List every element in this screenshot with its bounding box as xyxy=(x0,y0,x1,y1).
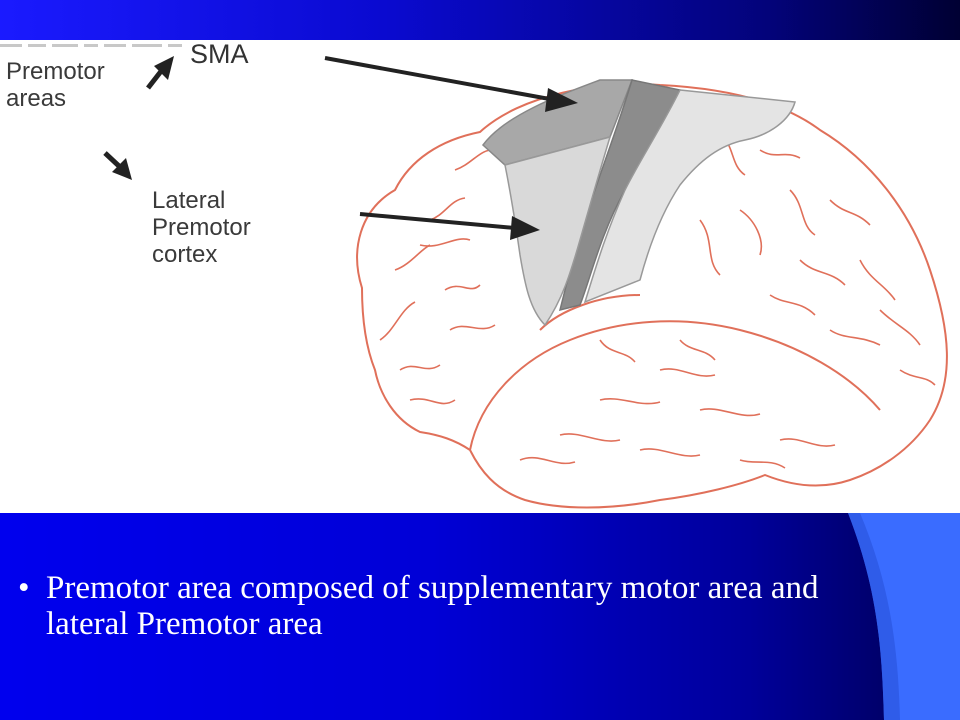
brain-sulci xyxy=(379,134,936,469)
sma-label: SMA xyxy=(190,40,249,69)
bullet-item: • Premotor area composed of supplementar… xyxy=(18,570,898,642)
lateral-premotor-label: Lateral Premotor cortex xyxy=(152,187,251,268)
brain-figure: Premotor areas SMA Lateral Premotor cort… xyxy=(0,40,960,513)
brain-diagram xyxy=(103,56,948,509)
bullet-text: Premotor area composed of supplementary … xyxy=(46,570,819,642)
slide-top-band xyxy=(0,0,960,40)
brain-outline xyxy=(356,83,948,509)
bullet-symbol: • xyxy=(18,570,30,606)
arrows xyxy=(103,56,578,240)
somatosensory-region xyxy=(583,89,796,304)
premotor-areas-label: Premotor areas xyxy=(6,58,105,112)
faded-caption-remnant xyxy=(0,44,182,47)
